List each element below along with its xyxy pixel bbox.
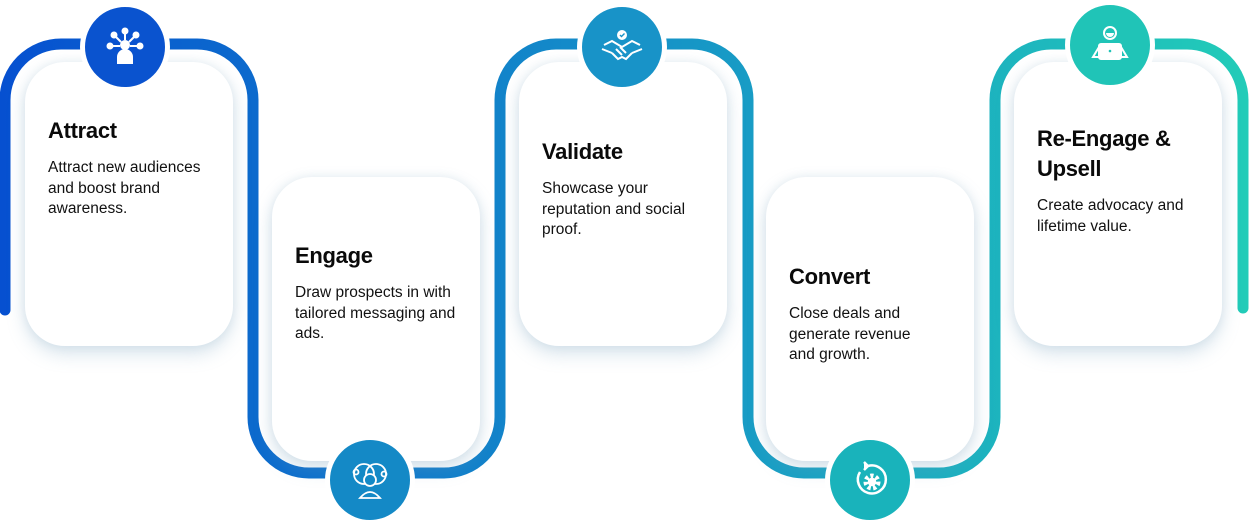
step-title: Re-Engage & Upsell: [1037, 126, 1171, 181]
gear-cycle-icon: [825, 435, 915, 525]
step-card-attract: Attract Attract new audiences and boost …: [25, 62, 233, 346]
step-title: Convert: [789, 264, 871, 289]
step-title: Attract: [48, 118, 117, 143]
step-description: Draw prospects in with tailored messagin…: [295, 284, 456, 342]
network-person-icon: [80, 2, 170, 92]
step-description: Showcase your reputation and social proo…: [542, 180, 686, 238]
step-card-convert: Convert Close deals and generate revenue…: [766, 177, 974, 461]
person-ideas-icon: [325, 435, 415, 525]
step-description: Create advocacy and lifetime value.: [1037, 197, 1184, 235]
person-laptop-icon: [1065, 0, 1155, 90]
step-card-engage: Engage Draw prospects in with tailored m…: [272, 177, 480, 461]
step-title: Validate: [542, 139, 623, 164]
handshake-icon: [577, 2, 667, 92]
step-description: Attract new audiences and boost brand aw…: [48, 159, 201, 217]
step-card-re-engage: Re-Engage & Upsell Create advocacy and l…: [1014, 62, 1222, 346]
step-title: Engage: [295, 243, 373, 268]
step-card-validate: Validate Showcase your reputation and so…: [519, 62, 727, 346]
step-description: Close deals and generate revenue and gro…: [789, 305, 911, 363]
